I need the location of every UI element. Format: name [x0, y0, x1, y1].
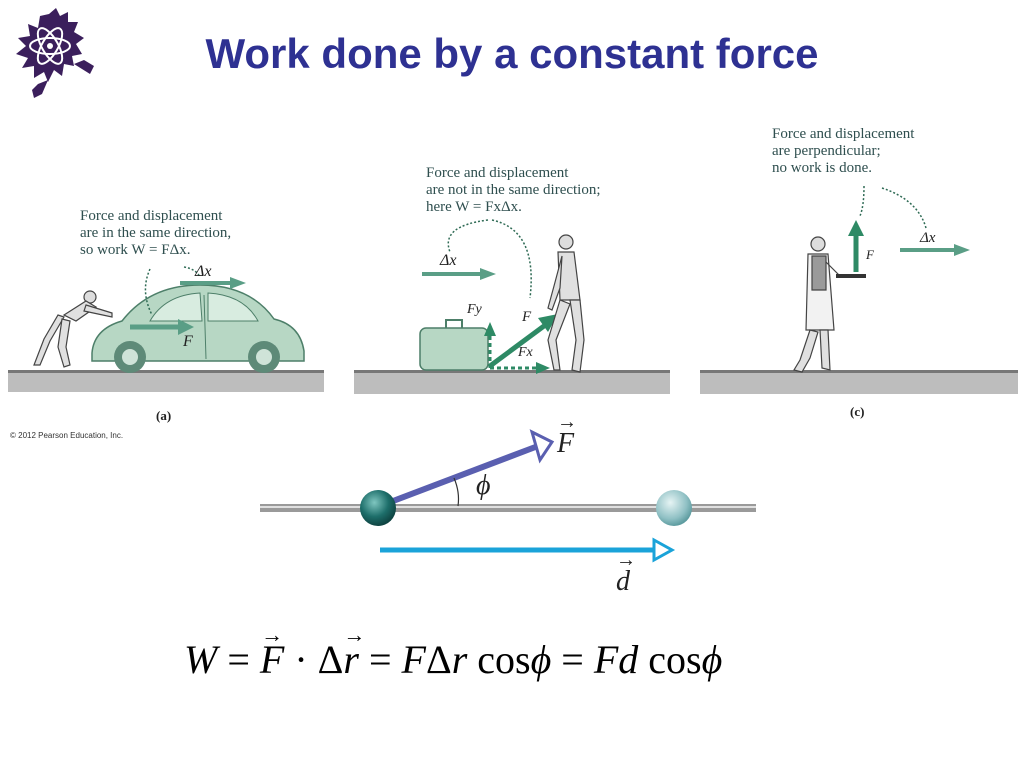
panel-a-caption-line-1: Force and displacement: [80, 208, 223, 224]
eq-delta: Δ: [425, 637, 452, 682]
eq-F-vec: F: [259, 637, 285, 682]
panel-a-caption-line-3: so work W = FΔx.: [80, 242, 191, 258]
panel-b-fx-label: Fx: [518, 345, 533, 360]
panel-c-dx-label: Δx: [920, 230, 936, 246]
eq-arrow-F: →: [261, 622, 284, 647]
panel-c-force-label: F: [866, 247, 874, 262]
slide-title: Work done by a constant force: [205, 30, 819, 77]
eq-arrow-r: →: [343, 622, 366, 647]
person-walking: [547, 234, 585, 373]
panel-c-caption-line-2: are perpendicular;: [772, 143, 881, 159]
eq-phi-2: ϕ: [701, 637, 723, 682]
panel-b-force-label: F: [522, 309, 532, 325]
eq-equals-2: =: [358, 637, 402, 682]
copyright: © 2012 Pearson Education, Inc.: [10, 431, 124, 440]
panel-c-illustration: [700, 185, 1018, 394]
panel-c-caption-line-3: no work is done.: [772, 160, 872, 176]
panel-b-illustration: [354, 219, 670, 394]
panel-c-caption: Force and displacement are perpendicular…: [772, 126, 914, 177]
panel-a-caption: Force and displacement are in the same d…: [80, 208, 231, 259]
panel-c-ground: [700, 372, 1018, 394]
panel-c-caption-line-1: Force and displacement: [772, 126, 915, 142]
panel-c-tag: (c): [850, 404, 865, 419]
eq-cos-2: cos: [638, 637, 702, 682]
vector-force-letter: F: [557, 428, 575, 459]
eq-F: F: [401, 637, 426, 682]
ball-start: [360, 490, 396, 526]
panel-a-caption-line-2: are in the same direction,: [80, 225, 232, 241]
vector-displacement-label: →d: [616, 549, 636, 597]
force-vector: [378, 443, 540, 509]
eq-W: W: [184, 637, 218, 682]
horned-lizard-atom-logo-icon: [16, 8, 94, 98]
eq-r-vec: r: [343, 637, 359, 682]
eq-Fd: Fd: [593, 637, 639, 682]
tray: [836, 274, 866, 278]
ball-end: [656, 490, 692, 526]
eq-phi-1: ϕ: [530, 637, 552, 682]
suitcase: [419, 327, 489, 371]
car: [91, 284, 305, 362]
panel-b-caption-line-3: here W = FxΔx.: [426, 199, 522, 215]
vector-diagram: [260, 429, 756, 563]
eq-equals-3: =: [551, 637, 594, 682]
panel-a-tag: (a): [156, 408, 172, 423]
angle-arc: [453, 477, 460, 507]
panel-b-fy-label: Fy: [467, 302, 482, 317]
vector-angle-label: ϕ: [476, 470, 491, 501]
eq-cos-1: cos: [467, 637, 531, 682]
person-pushing: [33, 290, 113, 368]
panel-b-caption-line-2: are not in the same direction;: [426, 182, 601, 198]
panel-b-ground: [354, 372, 670, 394]
work-equation: W = →F · Δ→r = FΔr cosϕ = Fd cosϕ: [184, 622, 723, 683]
panel-a-dx-label: Δx: [195, 263, 212, 280]
panel-b-caption-line-1: Force and displacement: [426, 165, 569, 181]
panel-a-ground: [8, 372, 324, 392]
eq-dot-delta: · Δ: [284, 637, 344, 682]
panel-a-illustration: [8, 266, 324, 392]
vector-displacement-letter: d: [616, 566, 630, 597]
panel-b-caption: Force and displacement are not in the sa…: [426, 165, 601, 216]
person-waiter: [793, 236, 846, 373]
eq-equals-1: =: [217, 637, 260, 682]
vector-force-label: →F: [557, 411, 577, 459]
eq-r: r: [451, 637, 468, 682]
panel-a-force-label: F: [183, 333, 193, 350]
panel-b-dx-label: Δx: [440, 252, 457, 269]
